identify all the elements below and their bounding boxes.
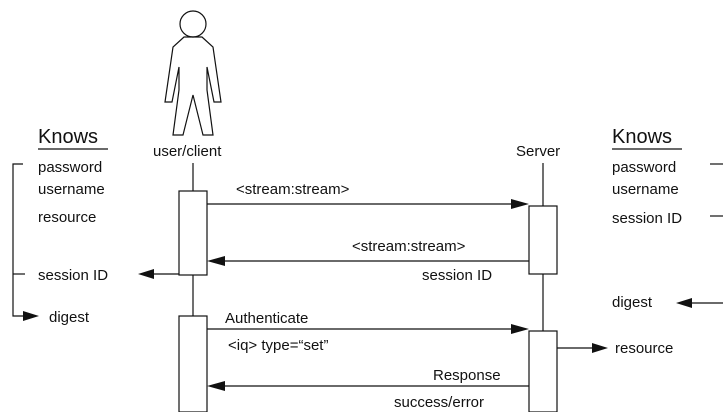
client-activation-1	[178, 190, 208, 276]
client-knows-bracket	[12, 163, 25, 317]
user-figure-icon	[164, 10, 222, 136]
client-activation-2	[178, 315, 208, 412]
server-activation-2	[528, 330, 558, 412]
message-1-label: <stream:stream>	[236, 181, 350, 198]
server-resource: resource	[615, 340, 673, 357]
message-4-sublabel: success/error	[394, 394, 484, 411]
client-session-id: session ID	[38, 267, 108, 284]
client-actor-label: user/client	[153, 143, 222, 160]
client-digest: digest	[49, 309, 90, 326]
client-knows-password: password	[38, 159, 102, 176]
message-3-sublabel: <iq> type=“set”	[228, 337, 328, 354]
server-activation-1	[528, 205, 558, 275]
client-knows-resource: resource	[38, 209, 96, 226]
client-session-arrow-icon	[138, 269, 154, 279]
message-4-label: Response	[433, 367, 501, 384]
client-knows-username: username	[38, 181, 105, 198]
message-2-label: <stream:stream>	[352, 238, 466, 255]
server-knows-heading: Knows	[612, 126, 672, 148]
message-2-sublabel: session ID	[422, 267, 492, 284]
server-digest-arrow-icon	[676, 298, 692, 308]
message-4-arrow-icon	[207, 381, 225, 391]
message-3-label: Authenticate	[225, 310, 308, 327]
client-digest-arrow-icon	[23, 311, 39, 321]
server-resource-arrow-icon	[592, 343, 608, 353]
message-1-arrow-icon	[511, 199, 529, 209]
server-actor-label: Server	[516, 143, 560, 160]
server-digest: digest	[612, 294, 653, 311]
message-2-arrow-icon	[207, 256, 225, 266]
server-knows-username: username	[612, 181, 679, 198]
server-knows-password: password	[612, 159, 676, 176]
server-session-id: session ID	[612, 210, 682, 227]
client-knows-heading: Knows	[38, 126, 98, 148]
message-3-arrow-icon	[511, 324, 529, 334]
